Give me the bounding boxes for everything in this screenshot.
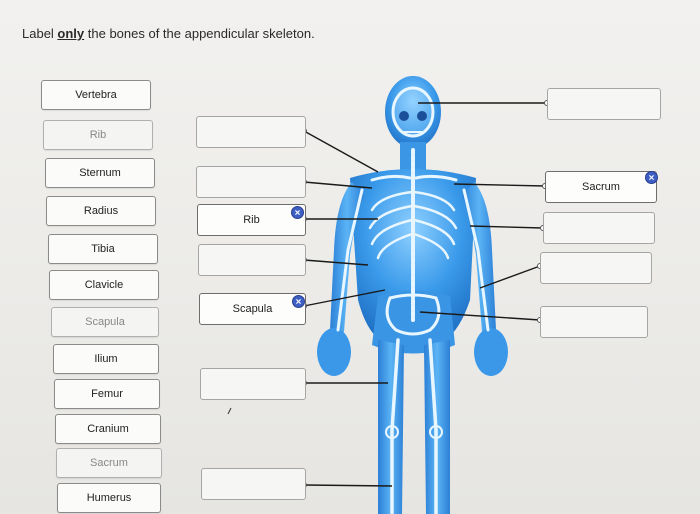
word-bank-tibia[interactable]: Tibia <box>48 234 158 264</box>
remove-label-sacrum-icon[interactable] <box>645 171 658 184</box>
word-bank-clavicle[interactable]: Clavicle <box>49 270 159 300</box>
word-bank-sacrum[interactable]: Sacrum <box>56 448 162 478</box>
drop-target-left-5[interactable]: Scapula <box>199 293 306 325</box>
word-bank-humerus[interactable]: Humerus <box>57 483 161 513</box>
skeleton-bones <box>336 86 490 514</box>
drop-target-left-7[interactable] <box>201 468 306 500</box>
drop-target-right-3[interactable] <box>543 212 655 244</box>
instruction-text: Label only the bones of the appendicular… <box>22 26 315 41</box>
drop-target-right-1[interactable] <box>547 88 661 120</box>
leader-lines <box>303 102 547 487</box>
drop-target-left-3[interactable]: Rib <box>197 204 306 236</box>
drop-target-left-6[interactable] <box>200 368 306 400</box>
word-bank-cranium[interactable]: Cranium <box>55 414 161 444</box>
stray-mark <box>227 407 232 415</box>
word-bank-ilium[interactable]: Ilium <box>53 344 159 374</box>
word-bank-vertebra[interactable]: Vertebra <box>41 80 151 110</box>
word-bank-scapula[interactable]: Scapula <box>51 307 159 337</box>
drop-target-right-2[interactable]: Sacrum <box>545 171 657 203</box>
word-bank-femur[interactable]: Femur <box>54 379 160 409</box>
word-bank-rib[interactable]: Rib <box>43 120 153 150</box>
drop-target-right-4[interactable] <box>540 252 652 284</box>
remove-label-rib-icon[interactable] <box>291 206 304 219</box>
remove-label-scapula-icon[interactable] <box>292 295 305 308</box>
drop-target-left-2[interactable] <box>196 166 306 198</box>
drop-target-left-4[interactable] <box>198 244 306 276</box>
drop-target-right-5[interactable] <box>540 306 648 338</box>
word-bank-sternum[interactable]: Sternum <box>45 158 155 188</box>
drop-target-left-1[interactable] <box>196 116 306 148</box>
word-bank-radius[interactable]: Radius <box>46 196 156 226</box>
